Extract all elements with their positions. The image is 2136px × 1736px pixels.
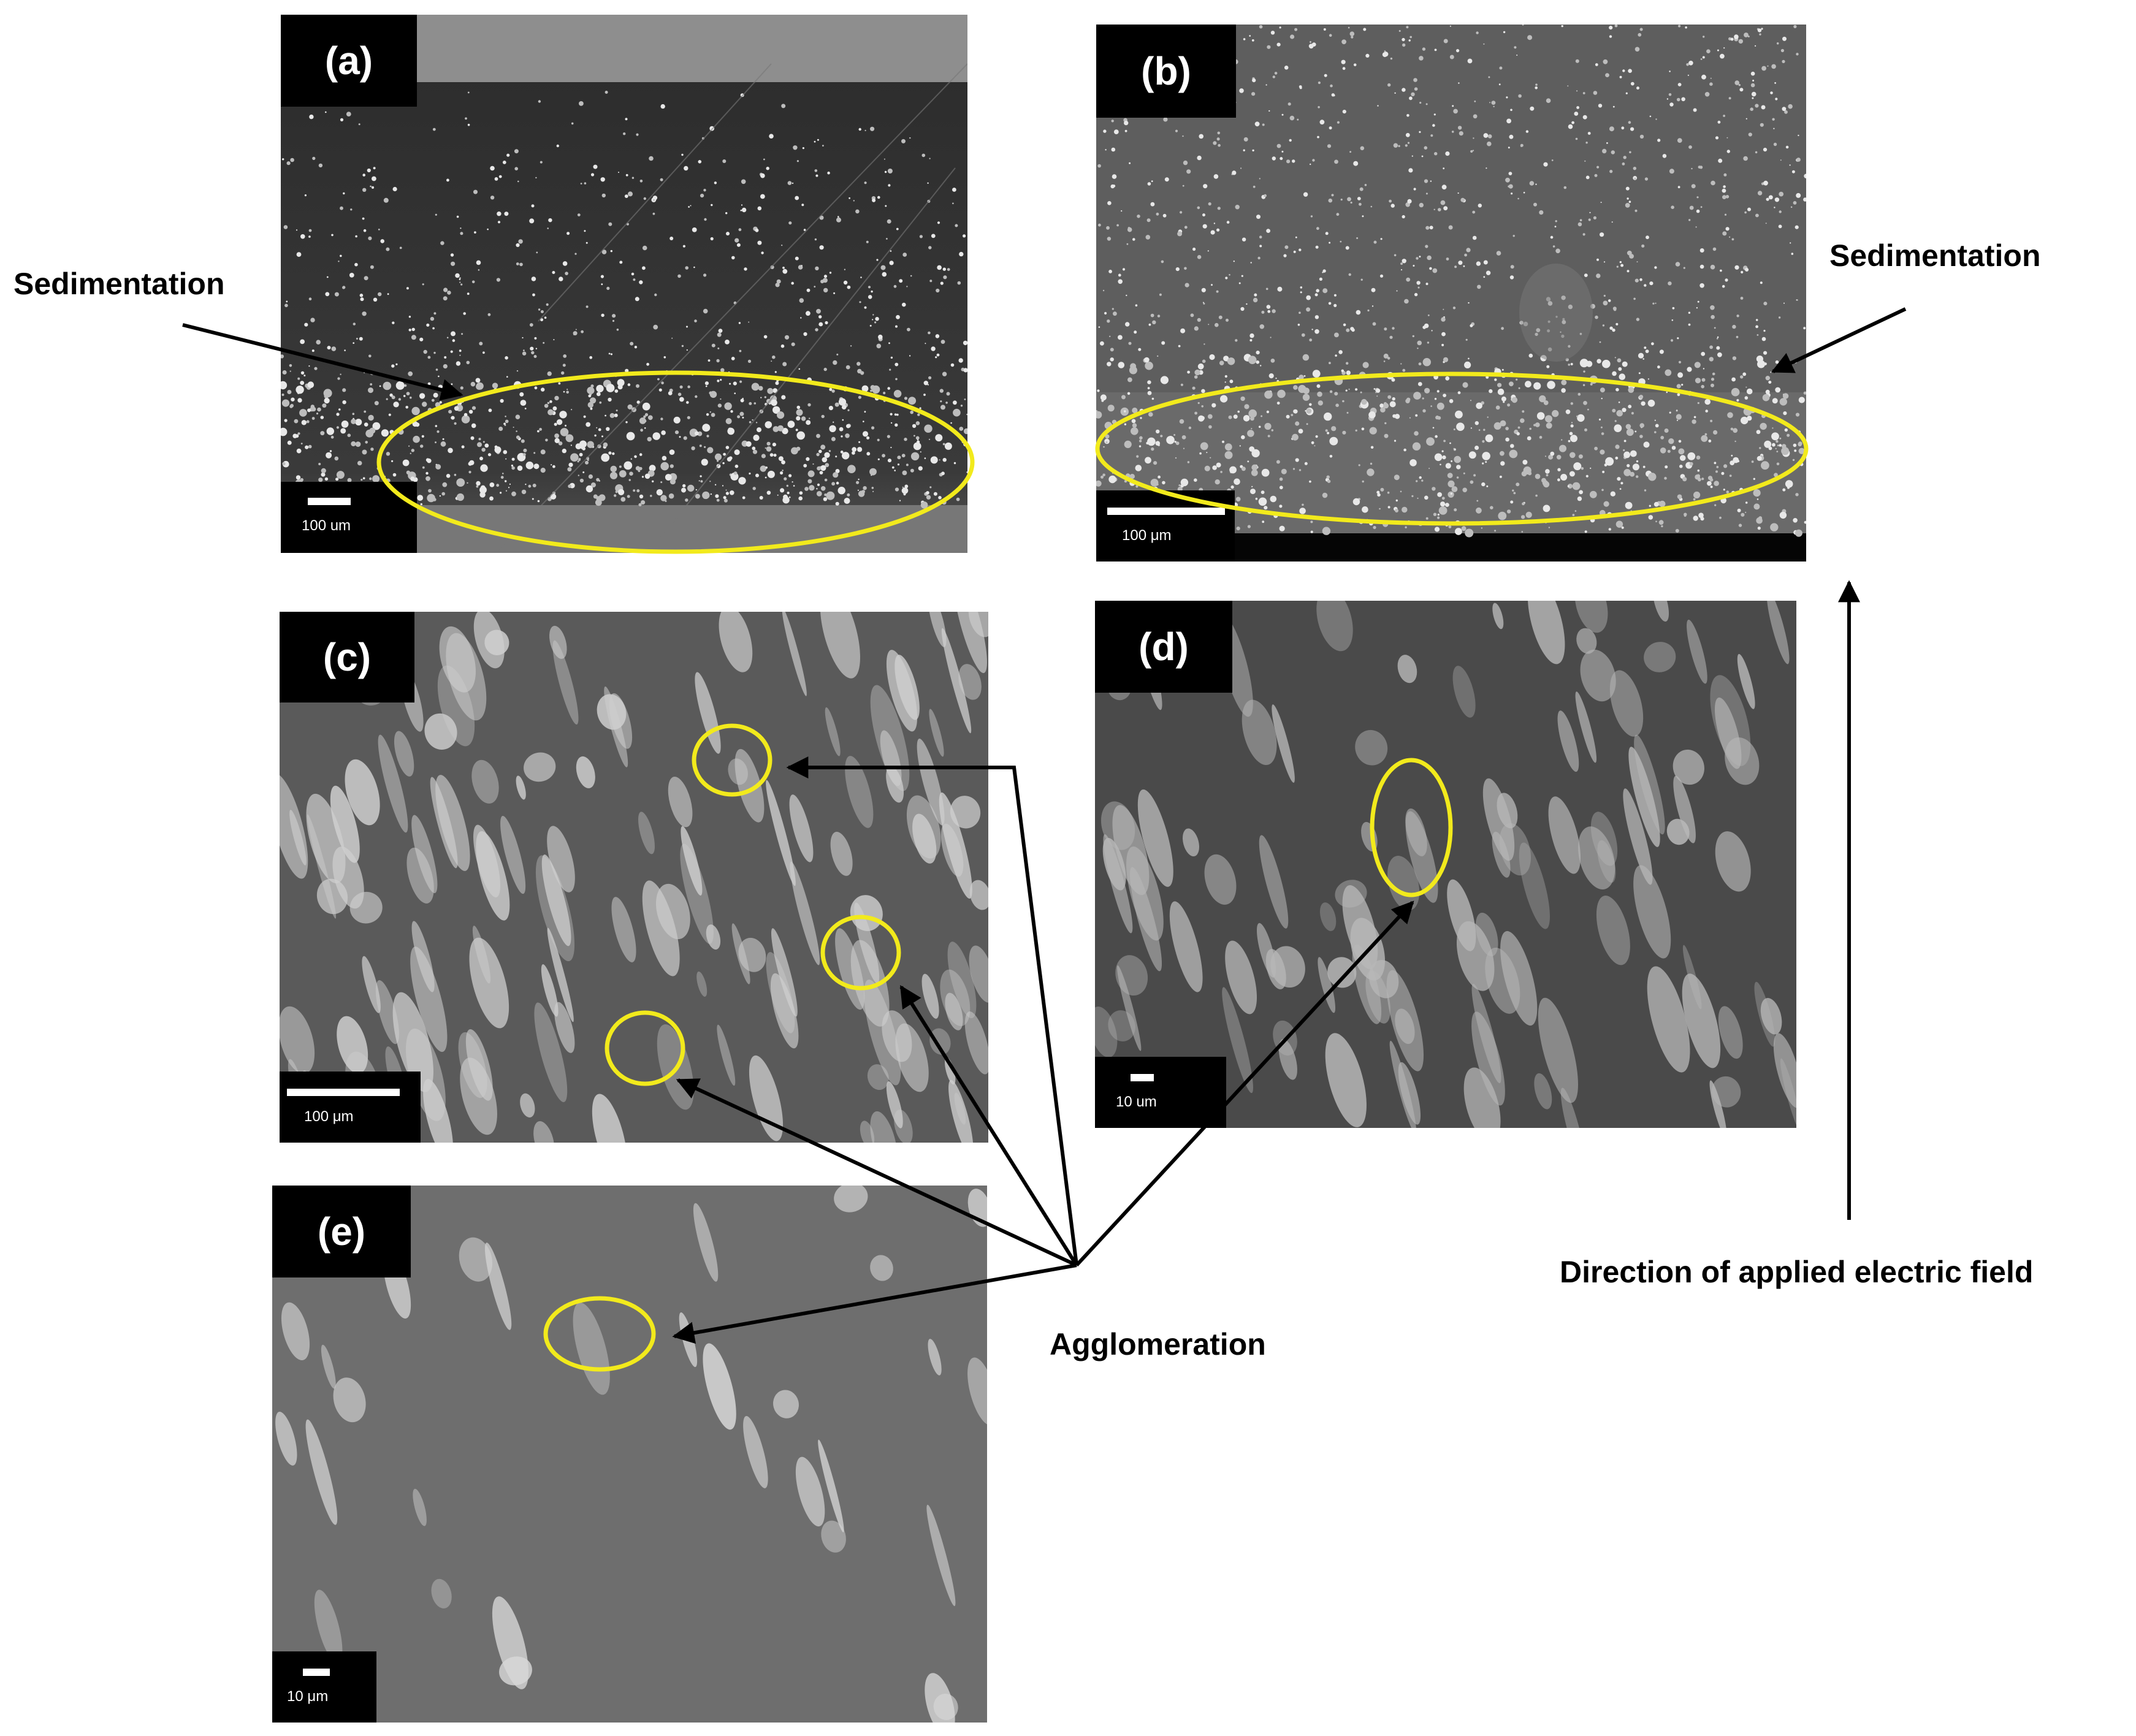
sedimentation-caption-left: Sedimentation [13, 267, 225, 301]
scale-label-e: 10 μm [287, 1688, 329, 1705]
scale-bar-box-b: 100 μm [1096, 490, 1235, 562]
scale-bar-a [308, 498, 351, 505]
scale-label-d: 10 um [1116, 1094, 1157, 1110]
micrograph-c: (c) 100 μm [280, 612, 988, 1143]
field-direction-caption: Direction of applied electric field [1560, 1255, 2034, 1289]
scale-bar-box-c: 100 μm [280, 1072, 421, 1143]
scale-label-b: 100 μm [1122, 527, 1172, 544]
scale-bar-c [287, 1089, 400, 1096]
panel-label-d: (d) [1095, 601, 1232, 693]
micrograph-b: (b) 100 μm [1096, 25, 1806, 562]
scale-bar-d [1131, 1074, 1154, 1081]
panel-label-b: (b) [1096, 25, 1236, 118]
micrograph-a: (a) 100 um [281, 15, 967, 553]
scale-bar-box-e: 10 μm [272, 1651, 376, 1723]
scale-bar-b [1107, 508, 1225, 515]
agglomeration-caption: Agglomeration [1050, 1327, 1266, 1361]
panel-label-e: (e) [272, 1186, 411, 1277]
sedimentation-caption-right: Sedimentation [1829, 238, 2041, 273]
scale-bar-box-a: 100 um [281, 482, 417, 553]
micrograph-e: (e) 10 μm [272, 1186, 987, 1723]
micrograph-d: (d) 10 um [1095, 601, 1796, 1128]
scale-label-c: 100 μm [304, 1108, 354, 1125]
scale-label-a: 100 um [302, 517, 351, 534]
panel-label-a: (a) [281, 15, 417, 107]
scale-bar-box-d: 10 um [1095, 1057, 1226, 1128]
panel-label-c: (c) [280, 612, 414, 702]
scale-bar-e [303, 1669, 330, 1676]
